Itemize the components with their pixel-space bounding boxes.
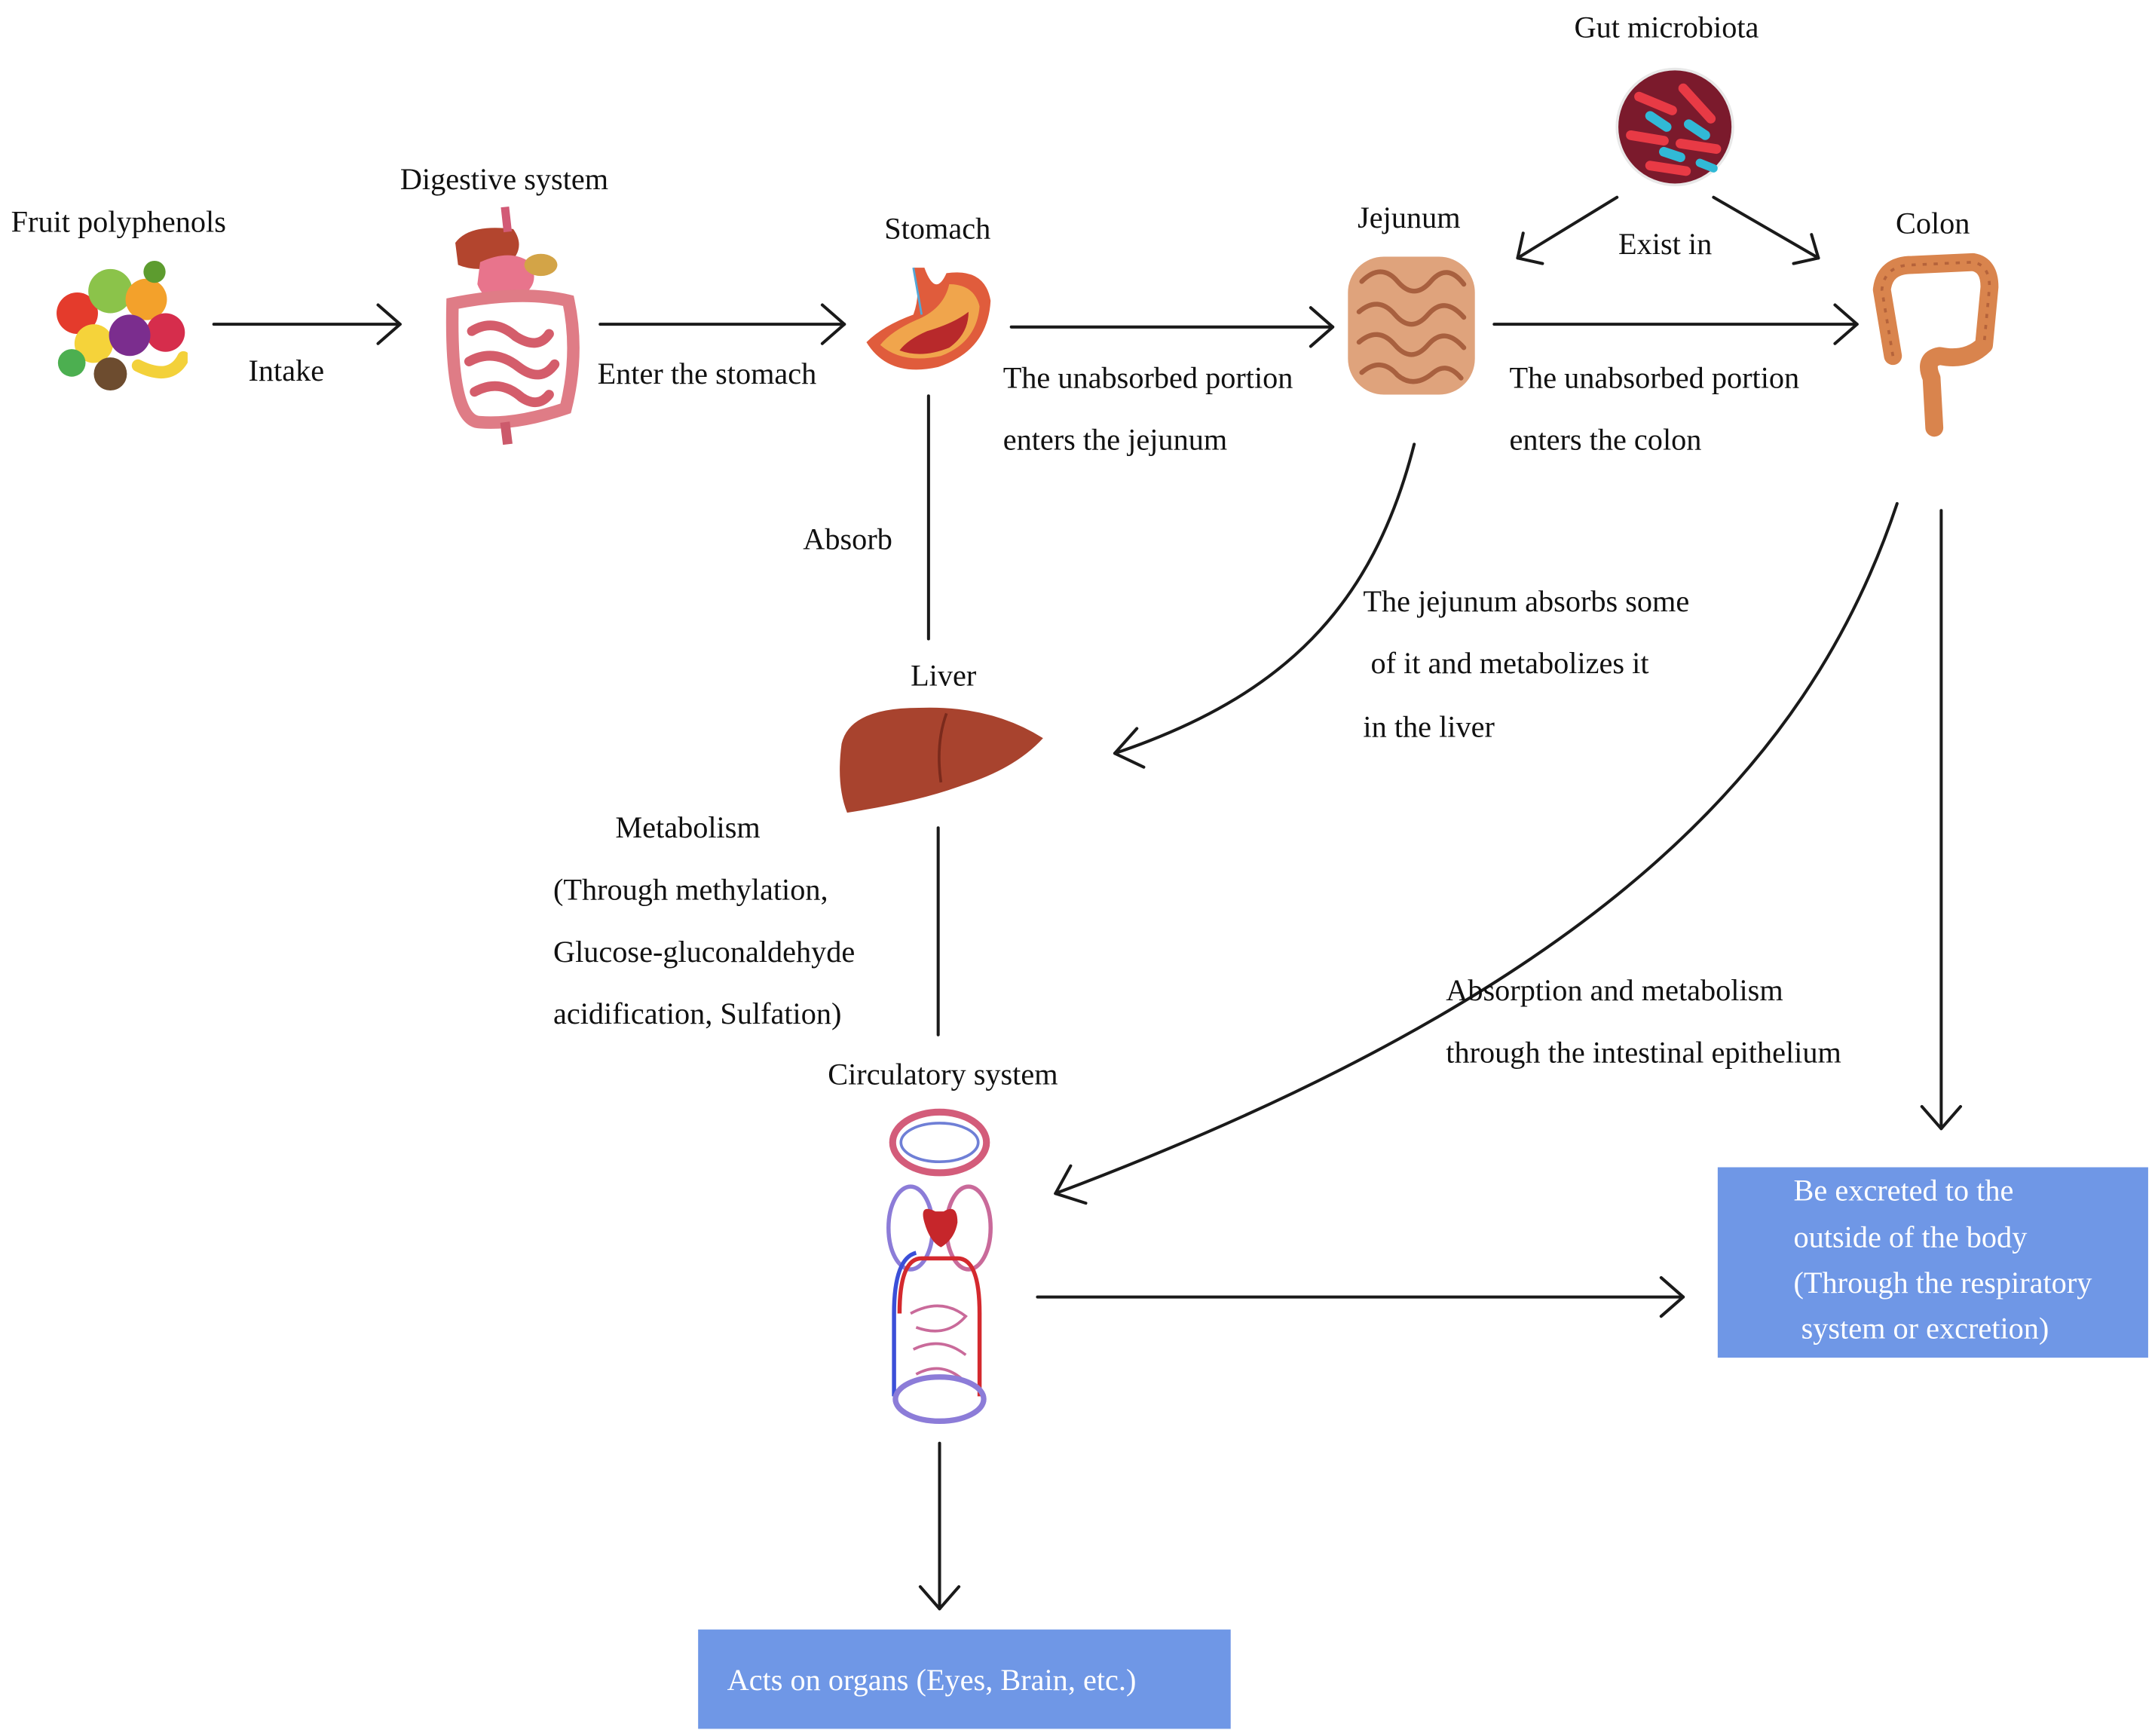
edge-label-metabolism-line-3: Glucose-gluconaldehyde — [553, 934, 856, 969]
node-label-digestive-system: Digestive system — [399, 161, 609, 196]
excreted-line-2: outside of the body — [1793, 1220, 2028, 1254]
edge-label-metabolism-line-2: (Through methylation, — [553, 871, 828, 907]
node-label-jejunum: Jejunum — [1358, 200, 1461, 235]
edge-label-jejunum-absorbs-line-2: of it and metabolizes it — [1363, 645, 1649, 681]
arrow-microbiota-to-jejunum — [1516, 195, 1619, 265]
edge-label-epithelium-line-2: through the intestinal epithelium — [1446, 1034, 1841, 1070]
edge-label-jejunum-absorbs-line-3: in the liver — [1363, 709, 1495, 744]
node-label-fruit-polyphenols: Fruit polyphenols — [11, 204, 226, 239]
edge-label-intake: Intake — [248, 353, 325, 388]
jejunum-illustration — [1348, 256, 1475, 395]
edge-label-metabolism-line-4: acidification, Sulfation) — [553, 996, 842, 1031]
node-label-circulatory-system: Circulatory system — [828, 1057, 1058, 1092]
arrow-jejunum-to-liver — [1113, 442, 1416, 769]
excreted-line-3: (Through the respiratory — [1793, 1265, 2092, 1300]
stomach-illustration — [866, 267, 991, 370]
edge-label-jejunum-absorbs-line-1: The jejunum absorbs some — [1363, 583, 1690, 619]
arrow-circulatory-to-organs — [918, 1441, 961, 1611]
edge-label-unabsorbed-colon-line-2: enters the colon — [1509, 422, 1702, 457]
edge-label-unabsorbed-colon-line-1: The unabsorbed portion — [1509, 360, 1800, 395]
fruit-basket-illustration — [57, 260, 188, 391]
node-label-colon: Colon — [1895, 205, 1970, 240]
arrow-colon-to-circulatory — [1054, 502, 1899, 1205]
liver-illustration — [840, 707, 1043, 813]
arrow-jejunum-to-colon — [1492, 303, 1859, 345]
edge-label-metabolism-line-1: Metabolism — [615, 810, 761, 845]
node-label-liver: Liver — [911, 658, 977, 693]
edge-label-enter-stomach: Enter the stomach — [597, 356, 817, 391]
edge-label-absorb: Absorb — [803, 521, 892, 556]
edge-label-unabsorbed-jejunum-line-2: enters the jejunum — [1003, 422, 1228, 457]
organs-outcome-box: Acts on organs (Eyes, Brain, etc.) — [698, 1629, 1231, 1729]
arrow-microbiota-to-colon — [1712, 195, 1820, 265]
arrow-digestive-to-stomach — [598, 303, 846, 345]
gut-microbiota-illustration — [1615, 67, 1734, 187]
arrow-stomach-to-jejunum — [1009, 306, 1335, 348]
edge-label-epithelium-line-1: Absorption and metabolism — [1446, 972, 1783, 1008]
excreted-outcome-box: Be excreted to the outside of the body (… — [1717, 1167, 2148, 1358]
edge-label-exist-in: Exist in — [1618, 226, 1713, 261]
edge-label-unabsorbed-jejunum-line-1: The unabsorbed portion — [1003, 360, 1293, 395]
node-label-stomach: Stomach — [884, 211, 991, 246]
organs-line: Acts on organs (Eyes, Brain, etc.) — [727, 1662, 1137, 1698]
excreted-line-1: Be excreted to the — [1793, 1172, 2014, 1208]
arrow-colon-to-excretion — [1920, 509, 1963, 1131]
arrow-circulatory-to-excretion — [1036, 1275, 1685, 1318]
colon-illustration — [1872, 253, 1999, 437]
digestive-system-illustration — [445, 206, 580, 445]
excreted-line-4: system or excretion) — [1793, 1310, 2049, 1346]
arrow-fruit-to-digestive — [212, 303, 402, 345]
circulatory-system-illustration — [886, 1108, 993, 1424]
node-label-gut-microbiota: Gut microbiota — [1574, 9, 1759, 44]
